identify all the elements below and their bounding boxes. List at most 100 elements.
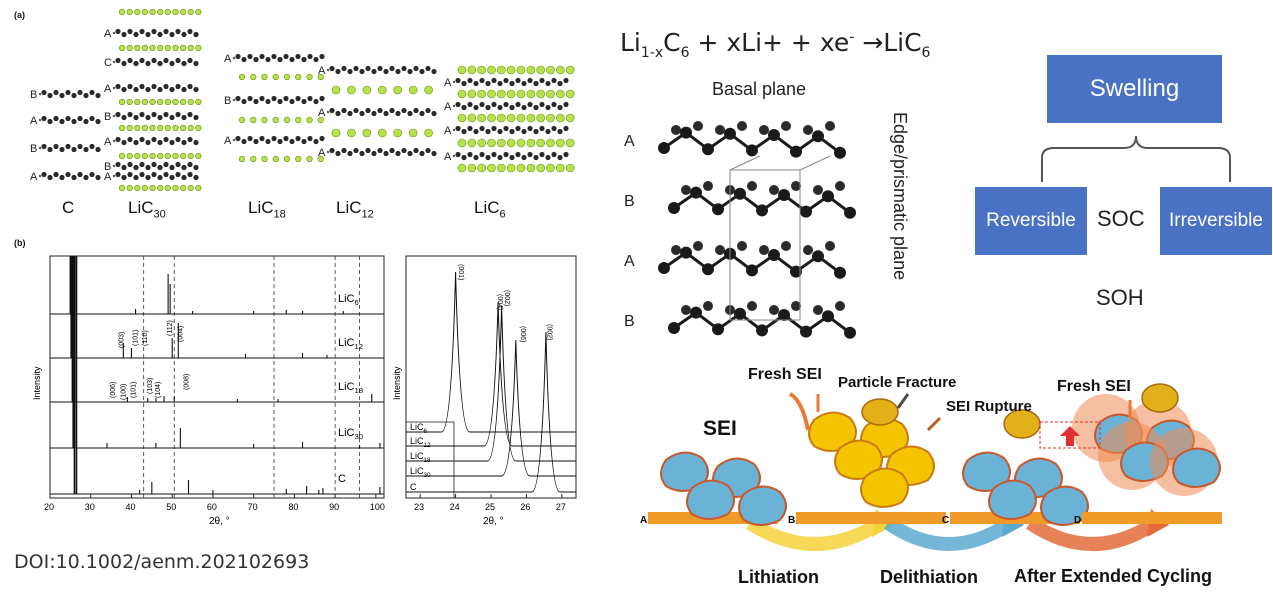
lithium-atom xyxy=(187,8,194,16)
lithium-atom xyxy=(195,152,202,160)
compound-label: LiC30 xyxy=(128,198,166,220)
carbon-atom xyxy=(283,53,289,60)
carbon-atom xyxy=(563,101,569,108)
layer-stacking-letter: A xyxy=(104,28,112,40)
carbon-atom-back xyxy=(813,305,823,315)
carbon-atom xyxy=(151,83,157,90)
lithium-atom xyxy=(306,155,313,163)
carbon-atom xyxy=(145,114,151,121)
panel-a-label: (a) xyxy=(14,10,25,20)
carbon-atom xyxy=(341,65,347,72)
compound-subscript: 30 xyxy=(153,208,166,221)
inset-legend-label: C xyxy=(410,482,417,492)
carbon-atom xyxy=(497,154,503,161)
lithium-atom xyxy=(195,124,202,132)
inset-x-tick-label: 23 xyxy=(414,502,424,512)
layer-stacking-letter: A xyxy=(30,171,38,183)
carbon-atom xyxy=(157,174,163,181)
compound-subscript: 12 xyxy=(361,208,374,221)
carbon-atom xyxy=(247,95,253,102)
carbon-atom xyxy=(95,118,101,125)
carbon-atom xyxy=(313,56,319,63)
layer-dot xyxy=(452,128,456,132)
carbon-atom xyxy=(115,136,121,143)
lithium-atom xyxy=(141,44,149,52)
y-axis-label: Intensity xyxy=(32,366,42,400)
graphite-stacking-letter: A xyxy=(624,133,635,150)
carbon-atom xyxy=(175,83,181,90)
lithium-atom xyxy=(408,85,418,95)
lithium-atom xyxy=(172,152,179,160)
layer-dot xyxy=(112,164,116,168)
carbon-atom xyxy=(461,104,467,111)
layer-dot xyxy=(112,86,116,90)
trace-label: LiC18 xyxy=(338,381,363,395)
lithium-atom xyxy=(238,73,246,81)
lithium-atom xyxy=(536,65,545,75)
lithium-atom xyxy=(516,65,526,75)
carbon-atom xyxy=(169,174,175,181)
carbon-atom xyxy=(335,110,341,117)
carbon-atom-sphere xyxy=(768,249,780,261)
carbon-atom xyxy=(283,135,289,142)
carbon-atom xyxy=(461,154,467,161)
carbon-atom-sphere xyxy=(724,127,736,140)
carbon-atom xyxy=(193,164,199,171)
lithium-atom xyxy=(457,138,467,148)
inset-x-tick-label: 26 xyxy=(520,502,530,512)
layer-stacking-letter: A xyxy=(104,83,112,95)
compound-label: LiC12 xyxy=(336,198,374,220)
carbon-atom xyxy=(539,77,545,84)
carbon-atom xyxy=(431,68,437,75)
carbon-atom-sphere xyxy=(668,322,680,334)
carbon-atom xyxy=(313,98,319,105)
lithium-atom xyxy=(134,124,141,132)
carbon-atom xyxy=(479,77,485,84)
carbon-atom xyxy=(139,57,145,64)
carbon-atom xyxy=(151,28,157,35)
carbon-atom-back xyxy=(835,181,845,191)
lithium-atom xyxy=(457,113,467,123)
lithium-atom xyxy=(506,113,516,123)
lithium-atom xyxy=(195,184,202,192)
carbon-atom xyxy=(419,68,425,75)
lithium-atom xyxy=(261,73,268,81)
carbon-atom xyxy=(521,154,527,161)
carbon-atom xyxy=(175,161,181,168)
carbon-atom-back xyxy=(747,181,757,191)
lithium-atom xyxy=(187,98,194,106)
carbon-atom xyxy=(455,151,461,158)
layer-dot xyxy=(452,154,456,158)
carbon-atom xyxy=(557,154,563,161)
carbon-atom xyxy=(77,89,83,96)
carbon-atom xyxy=(95,92,101,99)
carbon-atom xyxy=(395,68,401,75)
lithium-atom xyxy=(556,113,565,123)
carbon-atom xyxy=(329,107,335,114)
carbon-atom xyxy=(169,164,175,171)
carbon-atom xyxy=(241,56,247,63)
carbon-atom xyxy=(253,56,259,63)
inset-frame xyxy=(405,255,577,499)
carbon-atom xyxy=(319,53,325,60)
carbon-atom xyxy=(419,110,425,117)
layer-stacking-letter: A xyxy=(318,65,326,77)
carbon-atom xyxy=(365,107,371,114)
carbon-atom xyxy=(145,164,151,171)
inset-peak-index: (002) xyxy=(503,290,510,306)
soc-label: SOC xyxy=(1097,206,1145,231)
carbon-atom xyxy=(133,164,139,171)
x-tick-label: 90 xyxy=(329,502,339,512)
carbon-atom xyxy=(193,31,199,38)
lithium-atom xyxy=(556,65,565,75)
carbon-atom xyxy=(193,174,199,181)
carbon-atom xyxy=(115,57,121,64)
carbon-atom xyxy=(163,57,169,64)
carbon-atom xyxy=(341,147,347,154)
carbon-atom xyxy=(41,143,47,150)
lithium-atom xyxy=(272,73,279,81)
x-tick-label: 50 xyxy=(166,502,176,512)
lithium-atom xyxy=(172,124,179,132)
